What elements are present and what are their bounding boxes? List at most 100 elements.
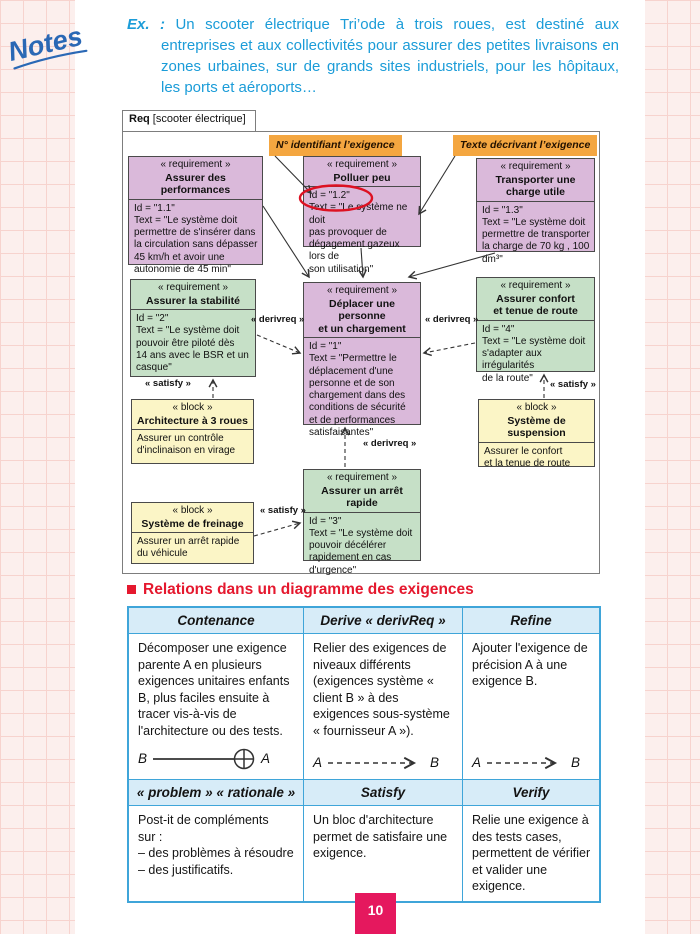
stereotype-label: « block » xyxy=(172,402,213,413)
stereotype-label: « requirement » xyxy=(500,280,571,291)
box-header: « requirement »Assurer des performances xyxy=(129,157,262,200)
box-body: Assurer un arrêt rapide du véhicule xyxy=(137,536,240,560)
example-prefix: Ex. : xyxy=(127,16,165,33)
table-row-definitions-2: Post-it de compléments sur : – des probl… xyxy=(127,805,601,902)
req-box-polluer-peu: « requirement »Polluer peu Id = "1.2" Te… xyxy=(303,156,421,275)
notes-underline xyxy=(13,49,88,70)
derive-from: A xyxy=(313,754,323,770)
box-header: « requirement »Assurer confort et tenue … xyxy=(477,278,594,321)
box-body: Id = "1.2" Text = "Le système ne doit pa… xyxy=(309,190,408,275)
box-header: « block »Système de suspension xyxy=(479,400,594,443)
satisfy-freinage-arrow xyxy=(253,520,302,537)
diagram-kind-label: Req xyxy=(129,113,150,125)
box-header: « requirement »Assurer la stabilité xyxy=(131,280,255,310)
refine-notation: A B xyxy=(472,755,593,774)
stereotype-label: « requirement » xyxy=(326,159,398,170)
red-square-bullet xyxy=(127,585,136,594)
box-title: Polluer peu xyxy=(333,171,391,184)
req-box-transporter-charge-utile: « requirement »Transporter une charge ut… xyxy=(476,158,595,265)
relations-table: Contenance Derive « derivReq » Refine Dé… xyxy=(127,606,601,903)
refine-to: B xyxy=(571,754,581,770)
box-body: Id = "2" Text = "Le système doit pouvoir… xyxy=(136,313,249,374)
block-box-architecture-3-roues: « block »Architecture à 3 roues Assurer … xyxy=(131,399,254,464)
refine-from: A xyxy=(472,754,482,770)
cell-problem-rationale: Post-it de compléments sur : – des probl… xyxy=(127,805,304,902)
header-verify: Verify xyxy=(462,779,601,806)
box-title: Déplacer une personne et un chargement xyxy=(318,297,406,335)
box-body: Id = "4" Text = "Le système doit s'adapt… xyxy=(482,323,586,384)
refine-arrow xyxy=(487,756,558,769)
table-header-row-1: Contenance Derive « derivReq » Refine xyxy=(127,606,601,634)
block-box-systeme-freinage: « block »Système de freinage Assurer un … xyxy=(131,502,254,564)
verify-text: Relie une exigence à des tests cases, pe… xyxy=(472,813,591,893)
req-box-assurer-arret-rapide: « requirement »Assurer un arrêt rapide I… xyxy=(303,469,421,576)
box-title: Assurer confort et tenue de route xyxy=(493,292,578,318)
box-title: Système de suspension xyxy=(507,414,566,440)
box-title: Assurer la stabilité xyxy=(146,294,240,307)
derivreq-confort-arrow xyxy=(422,342,476,357)
cell-derive: Relier des exigences de niveaux différen… xyxy=(303,633,463,780)
containment-to: A xyxy=(261,750,271,766)
stereotype-label: « requirement » xyxy=(160,159,231,170)
header-satisfy: Satisfy xyxy=(303,779,463,806)
refine-text: Ajouter l'exigence de précision A à une … xyxy=(472,641,588,688)
stereotype-label: « requirement » xyxy=(500,161,571,172)
edge-label-satisfy-left: « satisfy » xyxy=(145,378,191,389)
box-header: « requirement »Déplacer une personne et … xyxy=(304,283,420,338)
req-box-assurer-confort-tenue-route: « requirement »Assurer confort et tenue … xyxy=(476,277,595,384)
box-title: Assurer un arrêt rapide xyxy=(321,484,403,510)
box-body: Id = "1.1" Text = "Le système doit perme… xyxy=(134,202,258,275)
header-derive: Derive « derivReq » xyxy=(303,606,463,634)
containment-notation: B A xyxy=(138,747,297,773)
stereotype-label: « requirement » xyxy=(326,285,398,296)
callout-id-exigence: N° identifiant l’exigence xyxy=(269,135,402,156)
callout-texte-exigence: Texte décrivant l’exigence xyxy=(453,135,598,156)
box-body: Id = "3" Text = "Le système doit pouvoir… xyxy=(309,515,413,576)
stereotype-label: « block » xyxy=(516,402,557,413)
box-header: « requirement »Transporter une charge ut… xyxy=(477,159,594,202)
section-title: Relations dans un diagramme des exigence… xyxy=(127,581,474,599)
example-intro-paragraph: Ex. : Un scooter électrique Tri’ode à tr… xyxy=(127,14,619,98)
containment-from: B xyxy=(138,750,148,766)
stereotype-label: « block » xyxy=(172,505,213,516)
derivreq-stabilite-arrow xyxy=(256,334,302,355)
req-box-assurer-la-stabilite: « requirement »Assurer la stabilité Id =… xyxy=(130,279,256,377)
box-header: « requirement »Polluer peu xyxy=(304,157,420,187)
derive-text: Relier des exigences de niveaux différen… xyxy=(313,641,450,738)
header-contenance: Contenance xyxy=(127,606,304,634)
edge-label-satisfy-right: « satisfy » xyxy=(550,379,596,390)
box-title: Système de freinage xyxy=(141,517,244,530)
box-header: « block »Architecture à 3 roues xyxy=(132,400,253,430)
example-text: Un scooter électrique Tri’ode à trois ro… xyxy=(161,16,619,96)
cell-contenance: Décomposer une exigence parente A en plu… xyxy=(127,633,304,780)
edge-label-derivreq-left: « derivreq » xyxy=(251,314,305,325)
cell-refine: Ajouter l'exigence de précision A à une … xyxy=(462,633,601,780)
cell-verify: Relie une exigence à des tests cases, pe… xyxy=(462,805,601,902)
box-body: Assurer le confort et la tenue de route xyxy=(484,445,571,469)
header-refine: Refine xyxy=(462,606,601,634)
arrow-callout-texte xyxy=(418,155,456,216)
section-title-text: Relations dans un diagramme des exigence… xyxy=(143,581,474,598)
notes-margin-label: Notes xyxy=(5,15,110,72)
box-title: Assurer des performances xyxy=(160,171,231,197)
box-title: Transporter une charge utile xyxy=(495,173,576,199)
box-body: Id = "1.3" Text = "Le système doit perme… xyxy=(482,204,590,265)
stereotype-label: « requirement » xyxy=(326,472,398,483)
satisfy-text: Un bloc d'architecture permet de satisfa… xyxy=(313,813,448,860)
derive-notation: A B xyxy=(313,755,456,774)
cell-satisfy: Un bloc d'architecture permet de satisfa… xyxy=(303,805,463,902)
derive-arrow xyxy=(328,756,417,769)
req-box-deplacer-personne-chargement: « requirement »Déplacer une personne et … xyxy=(303,282,421,438)
page-number-badge: 10 xyxy=(355,893,396,934)
req-box-assurer-des-performances: « requirement »Assurer des performances … xyxy=(128,156,263,275)
edge-label-satisfy-freinage: « satisfy » xyxy=(260,505,306,516)
derive-to: B xyxy=(430,754,440,770)
box-body: Id = "1" Text = "Permettre le déplacemen… xyxy=(309,341,406,439)
table-header-row-2: « problem » « rationale » Satisfy Verify xyxy=(127,779,601,806)
stereotype-label: « requirement » xyxy=(157,282,229,293)
diagram-name-label: [scooter électrique] xyxy=(152,113,246,125)
edge-label-derivreq-right: « derivreq » xyxy=(425,314,479,325)
box-body: Assurer un contrôle d'inclinaison en vir… xyxy=(137,433,236,457)
box-title: Architecture à 3 roues xyxy=(137,414,248,427)
